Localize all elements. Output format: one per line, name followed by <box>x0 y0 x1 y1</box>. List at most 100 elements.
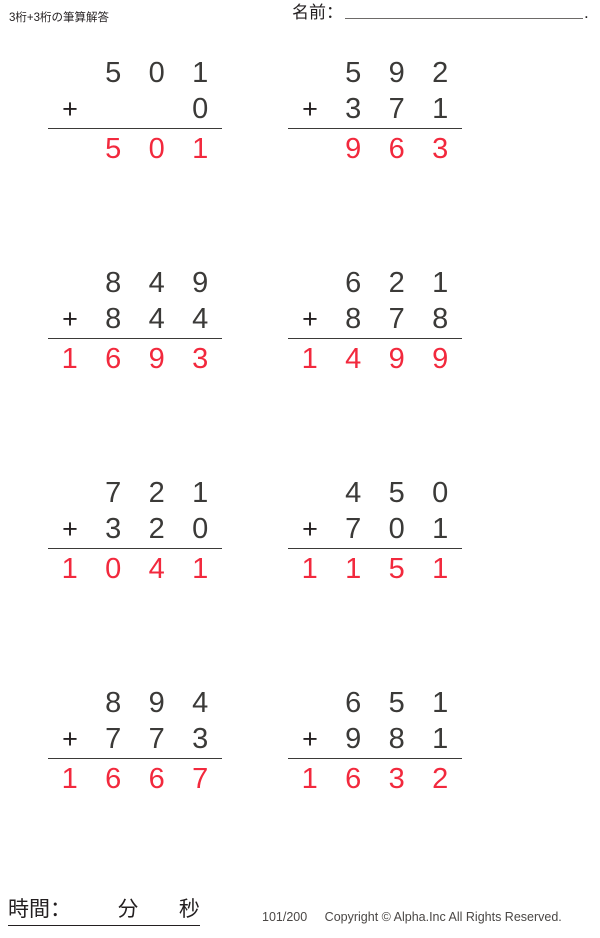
digit-cell: 1 <box>432 687 449 719</box>
digit-cell: 5 <box>388 687 405 719</box>
name-field[interactable]: 名前： . <box>292 3 589 23</box>
digit-cell: 3 <box>388 763 405 795</box>
plus-operator-icon: + <box>302 724 318 754</box>
digit-cell: 6 <box>148 763 165 795</box>
digit-cell: 7 <box>388 303 405 335</box>
name-input-rule[interactable] <box>345 18 583 19</box>
time-minute-unit: 分 <box>117 898 139 921</box>
addend2-line: 0 <box>48 91 222 127</box>
operation-rule <box>48 758 222 759</box>
name-label: 名前： <box>292 3 343 22</box>
digit-cell: 8 <box>105 267 122 299</box>
plus-operator-icon: + <box>302 94 318 124</box>
digit-cell: 7 <box>148 723 165 755</box>
digit-cell: 2 <box>148 477 165 509</box>
digit-cell: 1 <box>345 553 362 585</box>
digit-cell: 0 <box>148 133 165 165</box>
digit-cell: 0 <box>388 513 405 545</box>
digit-cell: 3 <box>192 343 209 375</box>
digit-cell: 2 <box>432 763 449 795</box>
digit-cell: 1 <box>192 57 209 89</box>
digit-cell: 1 <box>61 763 78 795</box>
plus-operator-icon: + <box>62 304 78 334</box>
digit-cell: 5 <box>105 133 122 165</box>
digit-cell: 8 <box>388 723 405 755</box>
digit-cell: 1 <box>432 553 449 585</box>
operation-rule <box>48 548 222 549</box>
name-period: . <box>584 3 589 22</box>
digit-cell: 1 <box>192 133 209 165</box>
digit-cell: 4 <box>192 687 209 719</box>
time-field[interactable]: 時間： 分 秒 <box>8 893 200 926</box>
digit-cell: 9 <box>345 133 362 165</box>
digit-cell: 7 <box>192 763 209 795</box>
digit-cell: 1 <box>301 763 318 795</box>
copyright-text: Copyright © Alpha.Inc All Rights Reserve… <box>324 910 562 924</box>
page-title: 3桁+3桁の筆算解答 <box>9 12 110 24</box>
digit-cell: 6 <box>388 133 405 165</box>
digit-cell: 0 <box>148 57 165 89</box>
digit-cell: 0 <box>192 513 209 545</box>
digit-cell: 7 <box>345 513 362 545</box>
digit-cell: 4 <box>345 477 362 509</box>
digit-cell: 9 <box>345 723 362 755</box>
digit-cell: 8 <box>345 303 362 335</box>
digit-cell: 8 <box>105 303 122 335</box>
footer-meta: 101/200 Copyright © Alpha.Inc All Rights… <box>262 910 562 924</box>
digit-cell: 2 <box>388 267 405 299</box>
operation-rule <box>48 128 222 129</box>
digit-cell: 9 <box>388 57 405 89</box>
time-label: 時間： <box>8 898 71 921</box>
digit-cell: 9 <box>388 343 405 375</box>
time-second-unit: 秒 <box>178 898 200 921</box>
operation-rule <box>288 548 462 549</box>
digit-cell: 6 <box>105 763 122 795</box>
worksheet-header: 3桁+3桁の筆算解答 名前： . <box>0 0 600 46</box>
digit-cell: 2 <box>432 57 449 89</box>
digit-cell: 1 <box>301 343 318 375</box>
digit-cell: 2 <box>148 513 165 545</box>
digit-cell: 3 <box>192 723 209 755</box>
plus-operator-icon: + <box>62 94 78 124</box>
digit-cell: 1 <box>192 553 209 585</box>
operation-rule <box>288 338 462 339</box>
worksheet-footer: 時間： 分 秒 101/200 Copyright © Alpha.Inc Al… <box>0 886 600 938</box>
digit-cell: 5 <box>105 57 122 89</box>
operation-rule <box>288 128 462 129</box>
operation-rule <box>48 338 222 339</box>
digit-cell: 4 <box>148 303 165 335</box>
digit-cell: 5 <box>388 553 405 585</box>
digit-cell: 3 <box>432 133 449 165</box>
